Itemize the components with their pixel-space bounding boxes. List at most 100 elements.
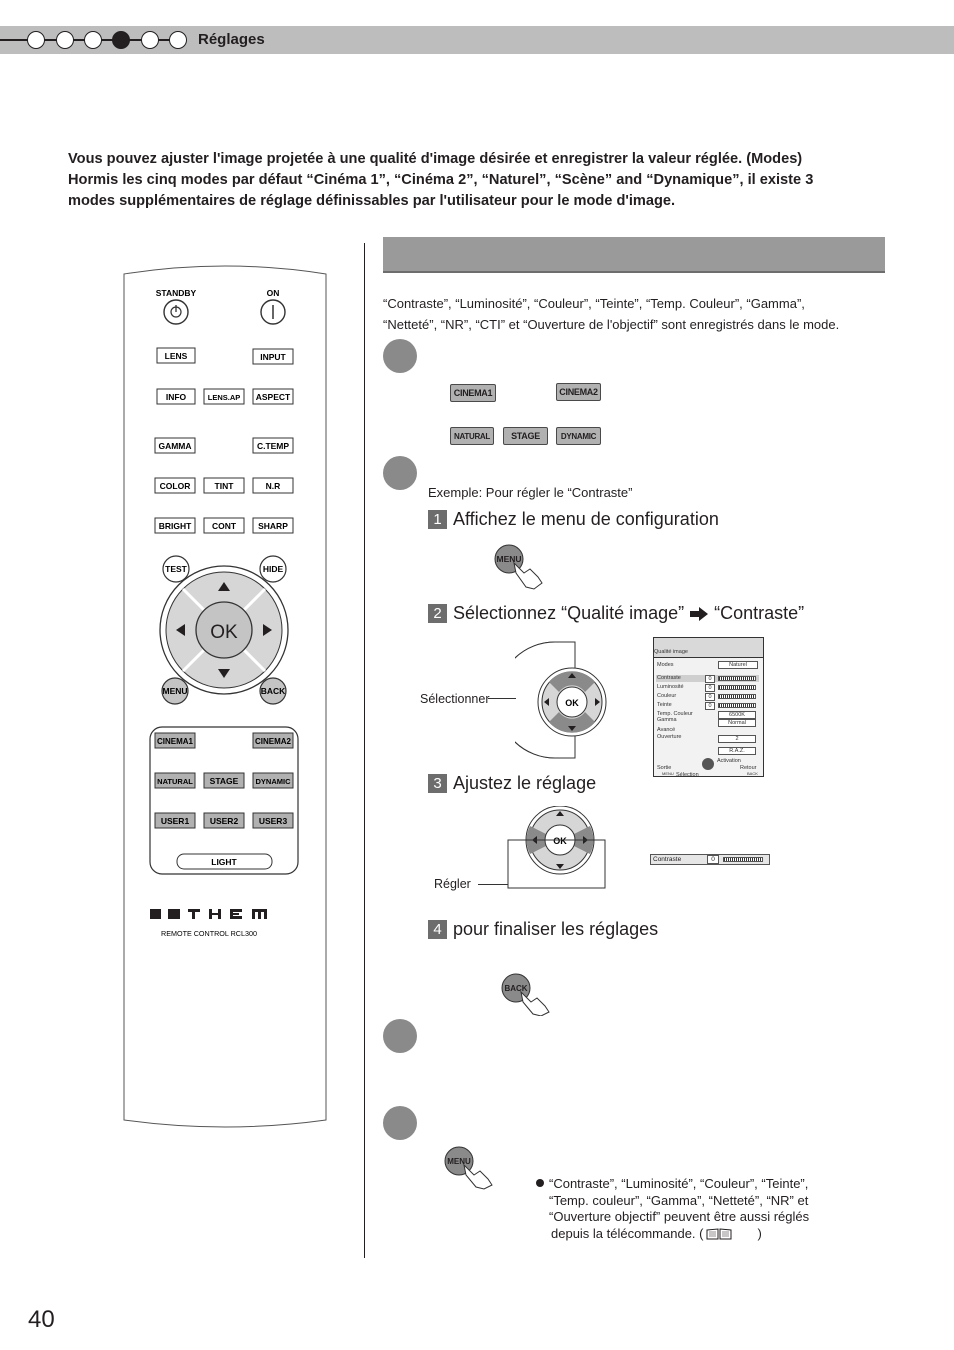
intro-paragraph: Vous pouvez ajuster l'image projetée à u… bbox=[68, 149, 908, 212]
menu-gamma-value: Normal bbox=[718, 719, 756, 727]
remote-light-label: LIGHT bbox=[211, 857, 237, 867]
arrow-down-icon bbox=[568, 726, 576, 731]
step-2-marker bbox=[383, 456, 417, 490]
step-4-marker bbox=[383, 1106, 417, 1140]
contrast-bar-label: Contraste bbox=[653, 856, 682, 863]
section-title: Réglages bbox=[198, 31, 265, 48]
remote-control-illustration: STANDBY ON LENS INPUT INFO LENS.AP ASPEC… bbox=[123, 265, 327, 1128]
intro-line-1: Vous pouvez ajuster l'image projetée à u… bbox=[68, 151, 803, 167]
remote-standby-label: STANDBY bbox=[156, 288, 197, 298]
progress-dot-2 bbox=[56, 31, 74, 49]
header-rule bbox=[0, 39, 30, 41]
remote-ok-label: OK bbox=[210, 622, 238, 643]
menu-slider-couleur bbox=[718, 694, 756, 699]
substep-1-number: 1 bbox=[428, 510, 447, 529]
remote-user1-label: USER1 bbox=[161, 816, 190, 826]
substep-1-text: Affichez le menu de configuration bbox=[453, 509, 719, 529]
adjust-callout-line bbox=[478, 884, 508, 885]
substep-3-text: Ajustez le réglage bbox=[453, 773, 597, 793]
remote-nr-label: N.R bbox=[266, 481, 281, 491]
substep-2-number: 2 bbox=[428, 604, 447, 623]
right-arrow-icon bbox=[690, 606, 709, 621]
menu-modes-value: Naturel bbox=[718, 661, 758, 669]
contrast-bar-slider bbox=[723, 857, 763, 862]
menu-activation-label: Activation bbox=[717, 758, 741, 764]
substep-3: 3 Ajustez le réglage bbox=[428, 773, 596, 794]
mode-button-cinema2: CINEMA2 bbox=[556, 383, 601, 401]
menu-small-menu-label: MENU bbox=[662, 771, 674, 776]
back-press-hand-icon: BACK bbox=[501, 973, 550, 1016]
remote-lens-label: LENS bbox=[165, 351, 188, 361]
arrow-right-icon bbox=[595, 698, 600, 706]
mode-button-stage: STAGE bbox=[503, 427, 548, 445]
remote-cinema2-label: CINEMA2 bbox=[255, 737, 292, 746]
remote-cinema1-label: CINEMA1 bbox=[157, 737, 194, 746]
menu-row-teinte-value: 0 bbox=[705, 702, 715, 710]
substep-3-number: 3 bbox=[428, 774, 447, 793]
remote-back-label: BACK bbox=[261, 686, 286, 696]
menu-row-luminosite-value: 0 bbox=[705, 684, 715, 692]
menu-slider-teinte bbox=[718, 703, 756, 708]
quality-menu-screenshot: Qualité image Modes Naturel Contraste Lu… bbox=[653, 637, 764, 778]
menu-row-couleur-label: Couleur bbox=[657, 693, 677, 699]
adjust-ok-label: OK bbox=[553, 836, 567, 846]
intro-line-3: modes supplémentaires de réglage définis… bbox=[68, 193, 676, 209]
arrow-left-icon bbox=[176, 624, 185, 636]
adjust-dpad-illustration: OK bbox=[507, 806, 606, 889]
saved-note-line-2: “Netteté”, “NR”, “CTI” et “Ouverture de … bbox=[383, 317, 840, 332]
menu-row-contraste-value: 0 bbox=[705, 675, 715, 683]
remote-stage-label: STAGE bbox=[210, 776, 239, 786]
substep-4: 4 pour finaliser les réglages bbox=[428, 919, 658, 940]
step-3-marker bbox=[383, 1019, 417, 1053]
select-callout-line bbox=[488, 698, 516, 699]
menu-ok-icon bbox=[702, 758, 714, 770]
saved-settings-note: “Contraste”, “Luminosité”, “Couleur”, “T… bbox=[383, 293, 903, 335]
menu-temp-label: Temp. Couleur bbox=[657, 711, 693, 717]
select-callout-label: Sélectionner bbox=[420, 692, 490, 706]
arrow-down-icon bbox=[556, 864, 564, 869]
arrow-down-icon bbox=[218, 669, 230, 678]
anthem-logo bbox=[150, 909, 267, 919]
note-line-4: depuis la télécommande. ( ) bbox=[537, 1226, 847, 1243]
note-line-4-text: depuis la télécommande. ( bbox=[551, 1225, 704, 1241]
menu-row-luminosite-label: Luminosité bbox=[657, 684, 684, 690]
substep-1: 1 Affichez le menu de configuration bbox=[428, 509, 719, 530]
remote-info-label: INFO bbox=[166, 392, 187, 402]
remote-ctemp-label: C.TEMP bbox=[257, 441, 289, 451]
remote-adjust-note: “Contraste”, “Luminosité”, “Couleur”, “T… bbox=[536, 1176, 847, 1243]
menu-row-teinte-label: Teinte bbox=[657, 702, 672, 708]
arrow-left-icon bbox=[544, 698, 549, 706]
progress-dot-5 bbox=[141, 31, 159, 49]
menu-avance-label: Avancé bbox=[657, 727, 676, 733]
remote-cont-label: CONT bbox=[212, 521, 237, 531]
remote-model-label: REMOTE CONTROL RCL300 bbox=[161, 929, 257, 938]
hand-menu-label: MENU bbox=[496, 554, 521, 564]
remote-sharp-label: SHARP bbox=[258, 521, 288, 531]
menu-ouverture-value: 2 bbox=[718, 735, 756, 743]
arrow-up-icon bbox=[218, 582, 230, 591]
substep-2-text-a: Sélectionnez “Qualité image” bbox=[453, 603, 685, 623]
menu-selection-label: Sélection bbox=[676, 772, 699, 778]
menu-slider-luminosite bbox=[718, 685, 756, 690]
progress-dot-1 bbox=[27, 31, 45, 49]
saved-note-line-1: “Contraste”, “Luminosité”, “Couleur”, “T… bbox=[383, 296, 805, 311]
menu-gamma-label: Gamma bbox=[657, 717, 677, 723]
remote-lensap-label: LENS.AP bbox=[208, 393, 241, 402]
remote-natural-label: NATURAL bbox=[157, 777, 193, 786]
adjust-callout-label: Régler bbox=[434, 877, 471, 891]
remote-on-label: ON bbox=[267, 288, 280, 298]
remote-dynamic-label: DYNAMIC bbox=[256, 777, 292, 786]
column-divider bbox=[364, 243, 365, 1258]
contrast-bar-value: 0 bbox=[707, 855, 719, 864]
substep-4-text: pour finaliser les réglages bbox=[453, 919, 659, 939]
menu-row-contraste-label: Contraste bbox=[657, 675, 681, 681]
hand-back-label: BACK bbox=[504, 984, 527, 993]
menu-press-hand-icon-2: MENU bbox=[444, 1146, 493, 1190]
menu-tabbar bbox=[654, 638, 763, 658]
remote-aspect-label: ASPECT bbox=[256, 392, 291, 402]
menu-modes-label: Modes bbox=[657, 662, 674, 668]
menu-press-hand-icon: MENU bbox=[494, 544, 543, 590]
bullet-icon bbox=[536, 1179, 544, 1187]
progress-dot-4-current bbox=[112, 31, 130, 49]
remote-test-label: TEST bbox=[165, 564, 188, 574]
